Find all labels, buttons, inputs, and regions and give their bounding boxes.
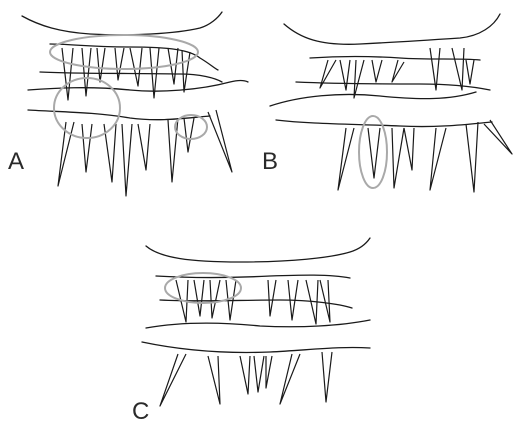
panel-c-upper-tooth-5 [268,280,276,316]
panel-b-lower-tooth-3 [392,128,404,188]
panel-c-lower-tooth-3 [240,356,250,394]
panel-c-lower-jaw-bottom [142,342,370,353]
panel-c-lower-jaw-top [146,320,370,328]
panel-a-lower-tooth-7 [184,118,194,152]
panel-a [22,12,248,196]
panel-b-lower-jaw-top [270,92,476,106]
panel-a-lower-tooth-6 [168,118,178,182]
panel-b-upper-tooth-3 [354,60,364,98]
panel-a-label: A [8,150,24,174]
panel-c-label: C [132,400,149,424]
panel-b-lower-tooth-1 [338,128,354,190]
panel-a-lower-tooth-5 [138,124,150,170]
panel-a-upper-tooth-2 [82,48,91,96]
panel-b-upper-tooth-2 [340,60,350,90]
panel-a-upper-tooth-4 [115,48,124,80]
panel-a-upper-tooth-1 [62,48,73,100]
panel-b-lower-jaw-bottom [276,120,492,127]
panel-c-upper-tooth-8 [320,280,330,322]
panel-b-lower-highlight-ring [359,116,387,188]
panel-a-upper-tooth-5 [130,48,142,86]
panel-c-upper-jaw-top [146,238,370,262]
panel-c-lower-tooth-5 [266,356,272,388]
panel-b-lower-tooth-2 [368,128,380,178]
panel-c [142,238,370,406]
panel-a-upper-jaw-top [22,12,222,35]
panel-a-upper-tooth-3 [97,48,105,82]
panel-b [270,14,512,192]
panel-b-upper-tooth-8 [466,60,474,84]
panel-a-lower-tooth-4 [122,124,132,196]
panel-c-lower-tooth-4 [254,356,264,392]
panel-c-upper-tooth-2 [194,280,204,316]
panel-a-upper-tooth-8 [182,50,190,92]
panel-a-middle-line [40,72,222,82]
panel-c-upper-tooth-3 [210,280,220,318]
panel-c-lower-tooth-7 [322,352,332,402]
panel-b-lower-tooth-4 [404,128,414,170]
panel-b-upper-tooth-7 [452,48,464,90]
panel-b-upper-jaw-top [284,14,500,44]
panel-b-label: B [262,150,278,174]
panel-b-lower-tooth-5 [430,128,446,190]
panel-b-upper-tooth-4 [372,60,382,82]
panel-b-lower-tooth-7 [484,120,512,154]
panel-a-lower-tooth-2 [82,124,92,172]
panel-c-lower-tooth-6 [280,354,300,404]
panel-c-lower-tooth-1 [160,354,186,406]
panel-c-lower-tooth-2 [208,356,220,404]
panel-a-lower-tooth-8 [208,110,232,172]
panel-b-upper-tooth-5 [392,60,404,82]
panel-b-lower-tooth-6 [466,122,478,192]
